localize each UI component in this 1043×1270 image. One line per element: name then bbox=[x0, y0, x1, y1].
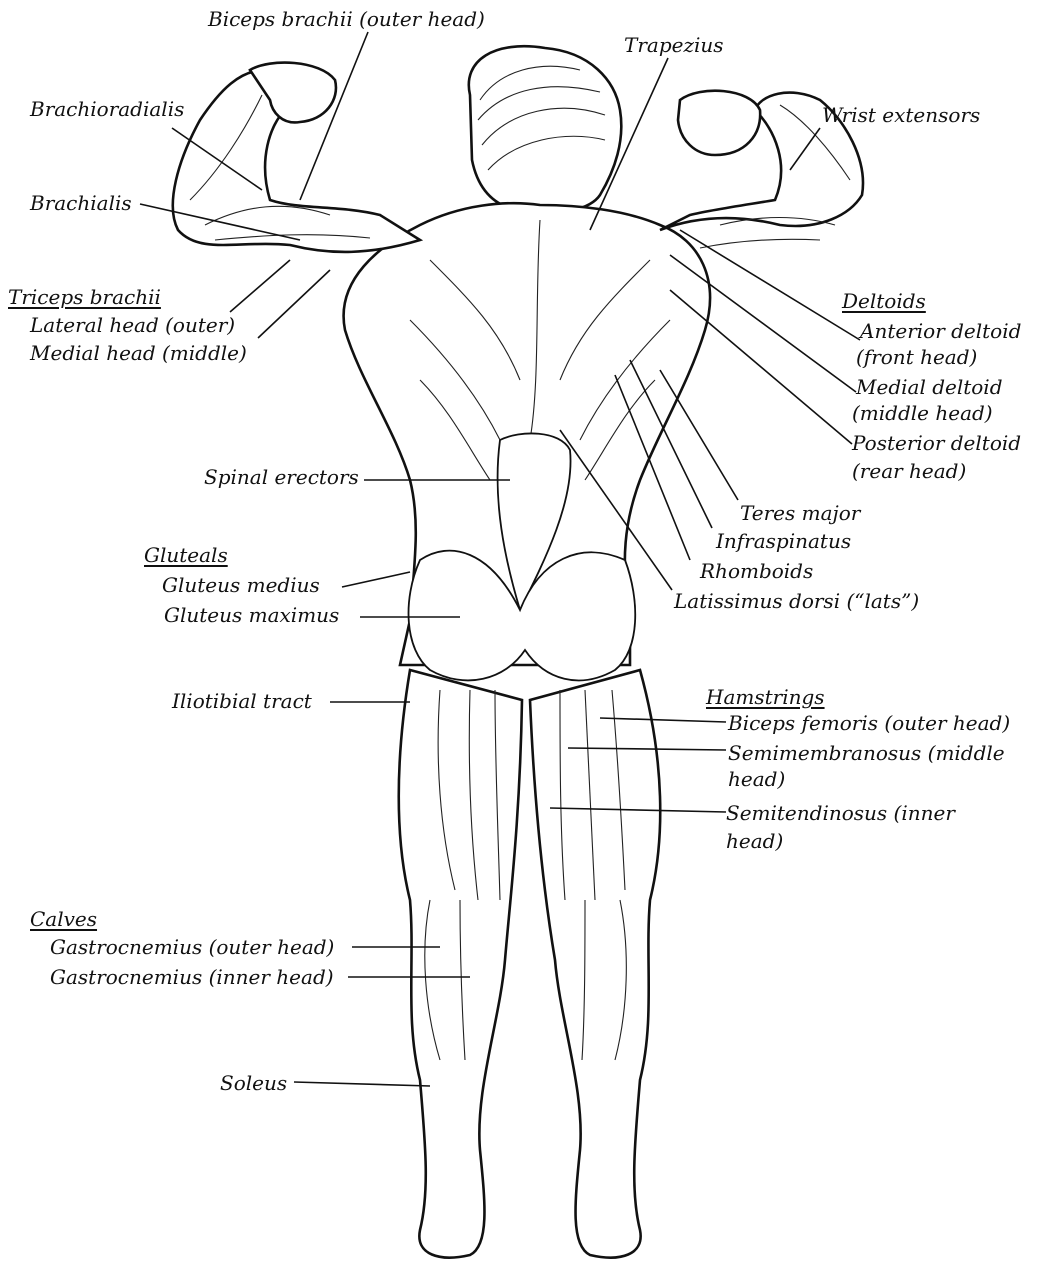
label-soleus: Soleus bbox=[220, 1070, 287, 1096]
heading-gluteals: Gluteals bbox=[144, 542, 228, 568]
label-semitendinosus-sub: head) bbox=[726, 828, 783, 854]
label-infraspinatus: Infraspinatus bbox=[716, 528, 851, 554]
label-teres-major: Teres major bbox=[740, 500, 860, 526]
label-trapezius: Trapezius bbox=[624, 32, 724, 58]
label-rhomboids: Rhomboids bbox=[700, 558, 813, 584]
label-spinal-erectors: Spinal erectors bbox=[204, 464, 359, 490]
right-leg bbox=[530, 670, 660, 1258]
label-gluteus-medius: Gluteus medius bbox=[162, 572, 320, 598]
label-semitendinosus: Semitendinosus (inner bbox=[726, 800, 955, 826]
label-semimembranosus-sub: head) bbox=[728, 766, 785, 792]
label-wrist-extensors: Wrist extensors bbox=[822, 102, 980, 128]
label-gastrocnemius-outer: Gastrocnemius (outer head) bbox=[50, 934, 334, 960]
label-medial-deltoid: Medial deltoid bbox=[856, 374, 1003, 400]
label-anterior-deltoid: Anterior deltoid bbox=[860, 318, 1021, 344]
head bbox=[469, 46, 621, 213]
heading-deltoids: Deltoids bbox=[842, 288, 926, 314]
heading-calves: Calves bbox=[30, 906, 97, 932]
label-latissimus-dorsi: Latissimus dorsi (“lats”) bbox=[674, 588, 919, 614]
label-triceps-lateral-head: Lateral head (outer) bbox=[30, 312, 235, 338]
label-brachioradialis: Brachioradialis bbox=[30, 96, 184, 122]
label-biceps-femoris: Biceps femoris (outer head) bbox=[728, 710, 1010, 736]
heading-triceps-brachii: Triceps brachii bbox=[8, 284, 161, 310]
heading-hamstrings: Hamstrings bbox=[706, 684, 825, 710]
label-posterior-deltoid: Posterior deltoid bbox=[852, 430, 1021, 456]
label-iliotibial-tract: Iliotibial tract bbox=[172, 688, 312, 714]
label-biceps-brachii-outer: Biceps brachii (outer head) bbox=[208, 6, 485, 32]
label-brachialis: Brachialis bbox=[30, 190, 132, 216]
label-anterior-deltoid-sub: (front head) bbox=[856, 344, 977, 370]
label-semimembranosus: Semimembranosus (middle bbox=[728, 740, 1005, 766]
right-fist bbox=[678, 91, 760, 155]
label-posterior-deltoid-sub: (rear head) bbox=[852, 458, 966, 484]
label-triceps-medial-head: Medial head (middle) bbox=[30, 340, 247, 366]
label-gastrocnemius-inner: Gastrocnemius (inner head) bbox=[50, 964, 334, 990]
label-medial-deltoid-sub: (middle head) bbox=[852, 400, 993, 426]
label-gluteus-maximus: Gluteus maximus bbox=[164, 602, 339, 628]
